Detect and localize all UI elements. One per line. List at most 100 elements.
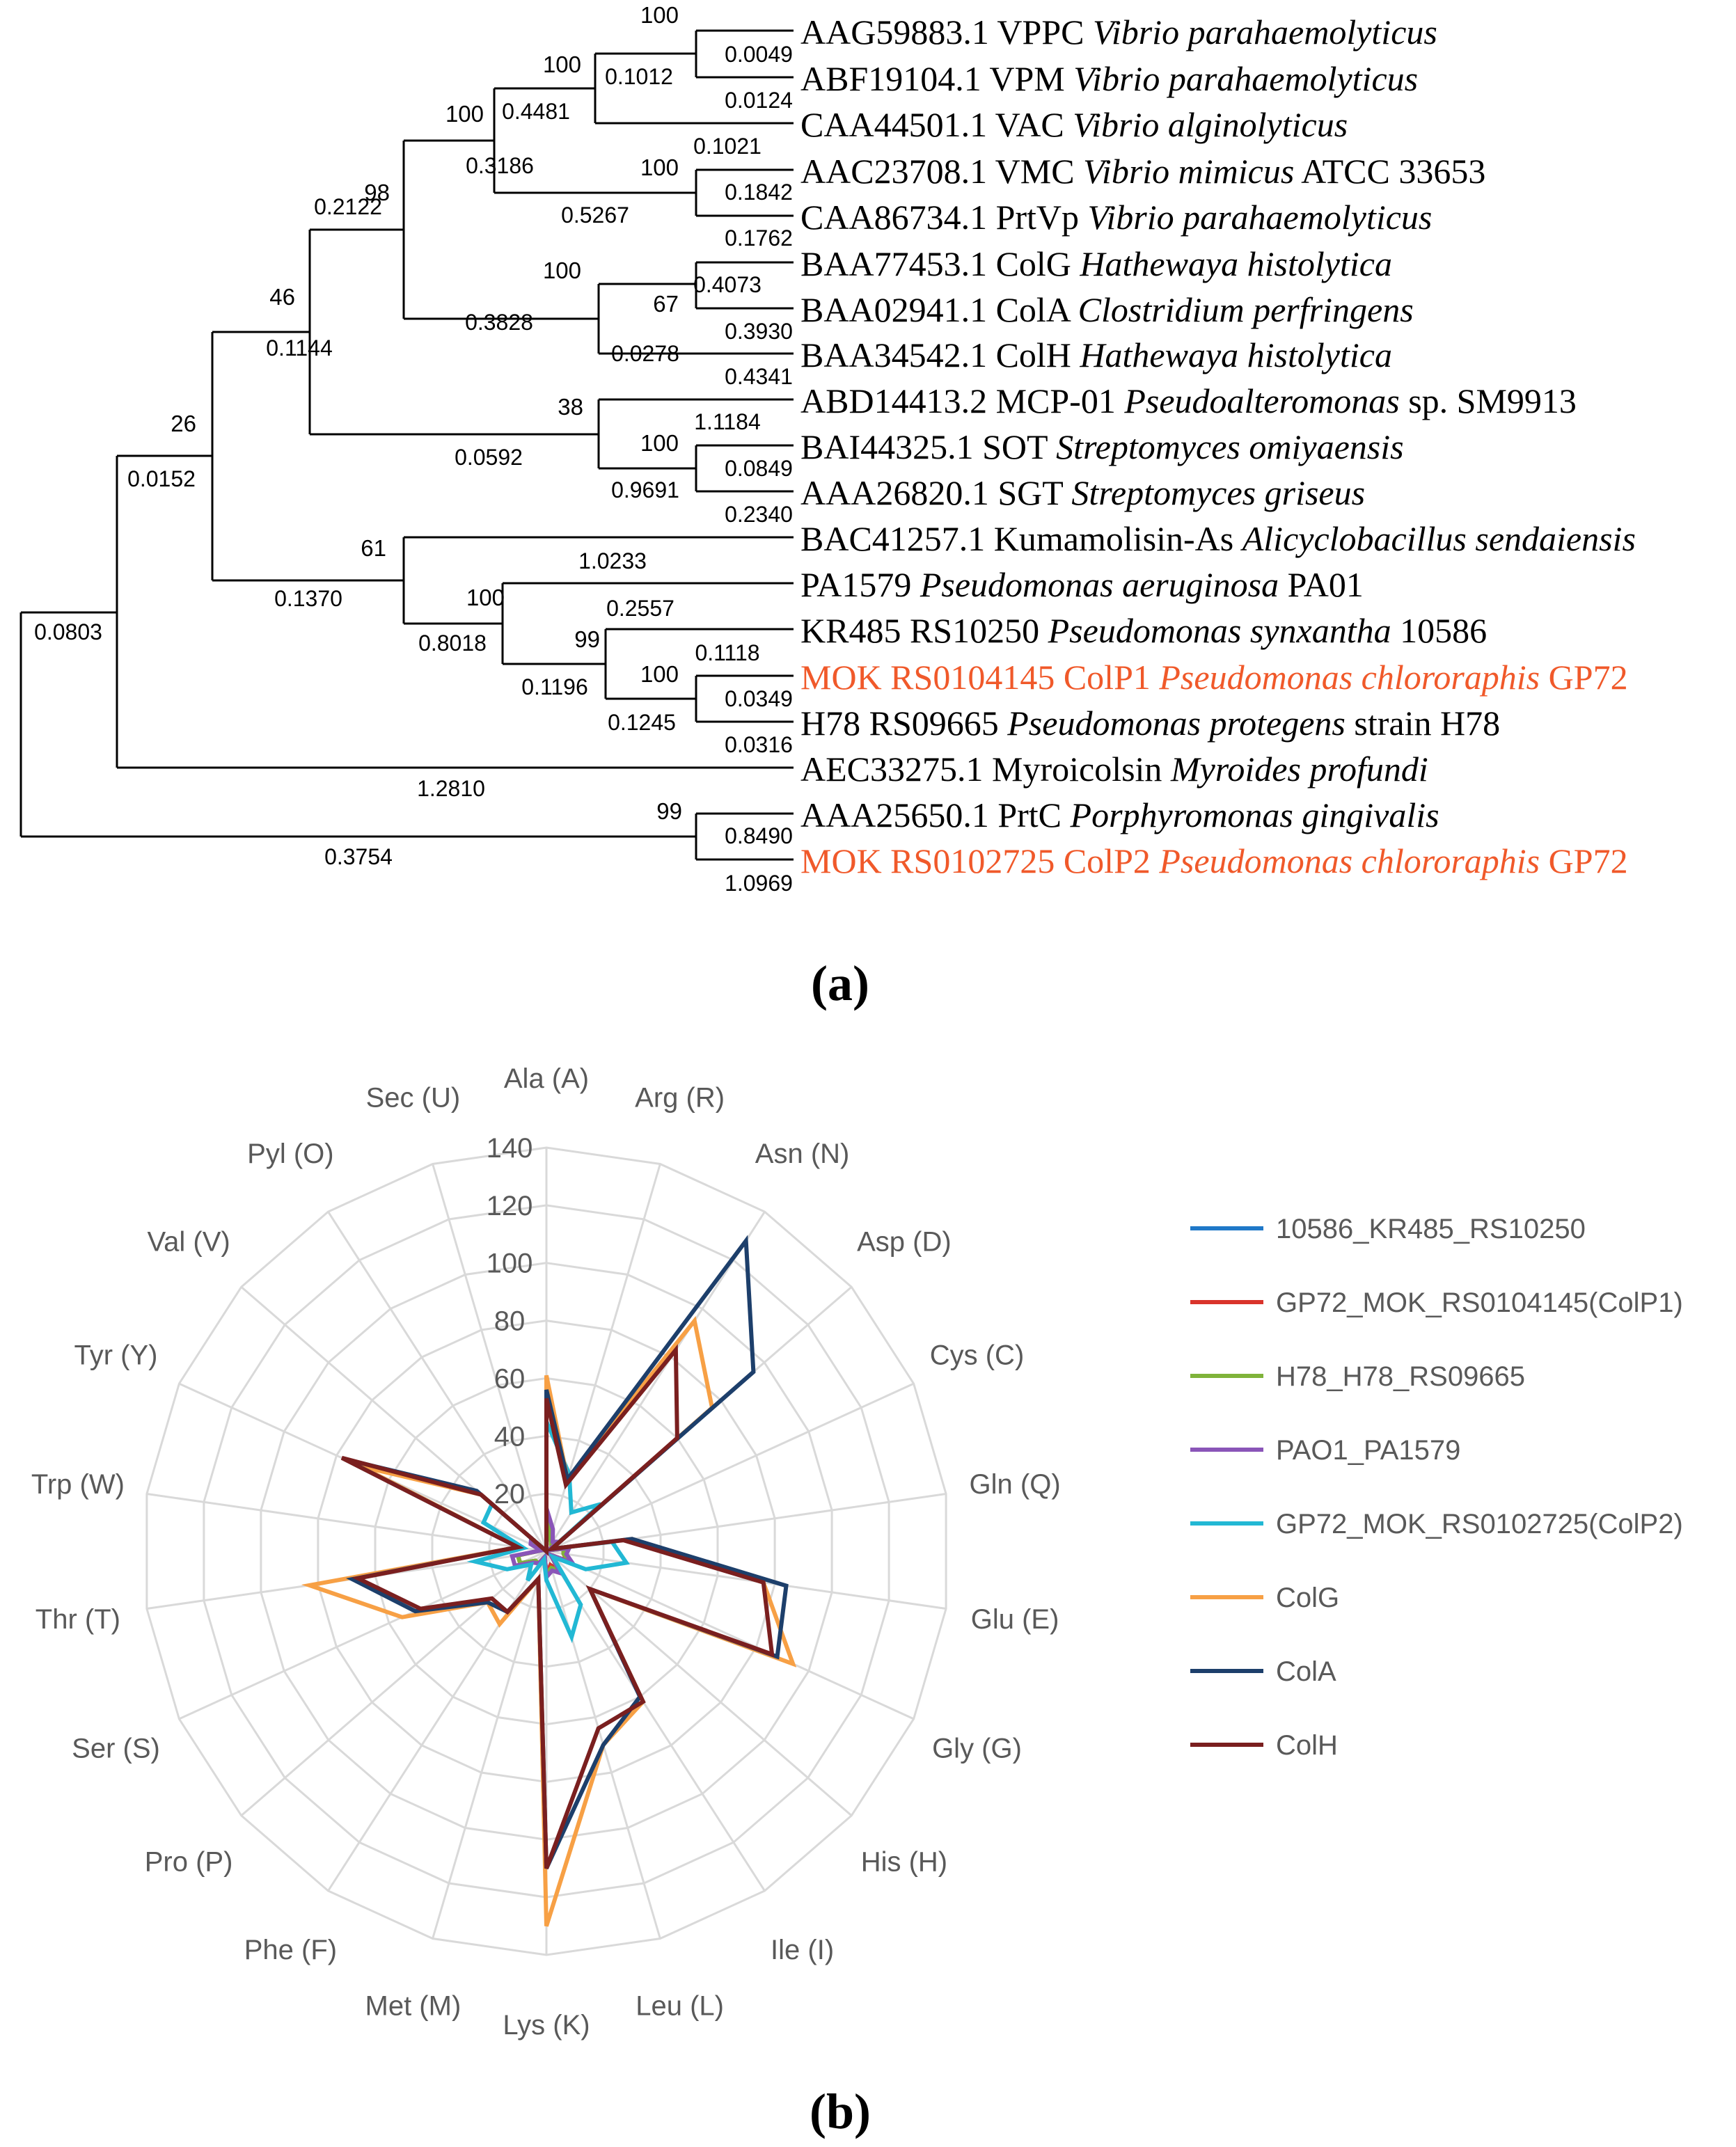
radar-category-label: Sec (U)	[366, 1083, 461, 1114]
tree-leaf-label: KR485 RS10250 Pseudomonas synxantha 1058…	[800, 611, 1487, 650]
radar-category-label: Trp (W)	[31, 1469, 125, 1500]
leaf-accession: CAA86734.1 PrtVp	[800, 198, 1088, 237]
tree-leaf-label: AEC33275.1 Myroicolsin Myroides profundi	[800, 750, 1428, 789]
radar-category-label: Pro (P)	[145, 1846, 233, 1877]
branch-length-value: 0.0349	[725, 686, 793, 711]
leaf-accession: ABD14413.2 MCP-01	[800, 381, 1124, 420]
branch-length-value: 0.1021	[693, 134, 762, 159]
bootstrap-value: 98	[364, 180, 390, 205]
leaf-species: Hathewaya histolytica	[1079, 335, 1392, 374]
radar-category-label: Glu (E)	[971, 1604, 1059, 1635]
bootstrap-value: 100	[543, 258, 581, 283]
radar-category-label: Lys (K)	[503, 2010, 590, 2041]
leaf-accession: CAA44501.1 VAC	[800, 105, 1073, 144]
branch-length-value: 0.4481	[502, 99, 570, 124]
leaf-species: Pseudomonas aeruginosa	[920, 565, 1279, 604]
branch-length-value: 1.0969	[725, 871, 793, 896]
radar-category-label: His (H)	[861, 1846, 947, 1877]
tree-leaf-label: ABF19104.1 VPM Vibrio parahaemolyticus	[800, 59, 1418, 98]
bootstrap-value: 26	[171, 411, 196, 436]
tree-leaf-label: CAA44501.1 VAC Vibrio alginolyticus	[800, 105, 1348, 144]
tree-leaf-label: BAI44325.1 SOT Streptomyces omiyaensis	[800, 427, 1404, 466]
bootstrap-value: 99	[656, 798, 682, 824]
branch-length-value: 0.1370	[274, 586, 342, 611]
branch-length-value: 0.3930	[725, 319, 793, 344]
bootstrap-value: 67	[653, 291, 679, 317]
branch-length-value: 0.1842	[725, 180, 793, 205]
leaf-accession: BAA34542.1 ColH	[800, 335, 1080, 374]
tree-leaf-label: AAA26820.1 SGT Streptomyces griseus	[800, 473, 1365, 512]
branch-length-value: 0.2340	[725, 502, 793, 527]
leaf-species: Vibrio parahaemolyticus	[1073, 59, 1418, 98]
leaf-accession: BAA77453.1 ColG	[800, 244, 1080, 283]
leaf-accession: PA1579	[800, 565, 920, 604]
leaf-species: Pseudomonas chlororaphis	[1158, 658, 1540, 697]
radar-category-label: Val (V)	[147, 1227, 230, 1258]
leaf-species: Vibrio parahaemolyticus	[1088, 198, 1433, 237]
tree-leaf-labels: AAG59883.1 VPPC Vibrio parahaemolyticusA…	[800, 13, 1636, 880]
bootstrap-value: 100	[640, 2, 679, 28]
leaf-accession: BAC41257.1 Kumamolisin-As	[800, 519, 1242, 558]
radar-category-label: Phe (F)	[244, 1935, 337, 1965]
radar-spoke	[178, 1550, 547, 1720]
branch-length-value: 0.9691	[611, 477, 679, 502]
bootstrap-value: 100	[445, 101, 484, 127]
radar-spoke	[545, 1211, 766, 1552]
tree-leaf-label: MOK RS0102725 ColP2 Pseudomonas chlorora…	[800, 841, 1628, 880]
leaf-species: Streptomyces omiyaensis	[1056, 427, 1403, 466]
radar-spoke	[432, 1551, 548, 1939]
branch-length-value: 1.0233	[578, 548, 647, 573]
tree-leaf-label: BAA34542.1 ColH Hathewaya histolytica	[800, 335, 1392, 374]
bootstrap-value: 100	[466, 585, 505, 610]
radar-category-label: Met (M)	[365, 1991, 461, 2022]
bootstrap-value: 99	[574, 626, 600, 652]
branch-length-value: 0.8490	[725, 823, 793, 848]
tree-leaf-label: AAA25650.1 PrtC Porphyromonas gingivalis	[800, 795, 1439, 834]
branch-length-value: 0.0849	[725, 456, 793, 481]
branch-length-value: 0.2122	[314, 194, 382, 219]
radar-category-label: Gly (G)	[932, 1734, 1022, 1764]
panel-b-label: (b)	[810, 2084, 871, 2139]
leaf-species: Alicyclobacillus sendaiensis	[1240, 519, 1636, 558]
radar-category-label: Tyr (Y)	[74, 1340, 158, 1371]
leaf-suffix: ATCC 33653	[1294, 152, 1485, 191]
branch-length-value: 0.8018	[418, 631, 487, 656]
leaf-suffix: strain H78	[1346, 704, 1500, 743]
branch-length-value: 0.0124	[725, 88, 793, 113]
radar-tick-label: 120	[487, 1191, 533, 1221]
radar-series	[301, 1235, 797, 1927]
leaf-suffix: sp. SM9913	[1400, 381, 1577, 420]
branch-length-value: 0.3186	[466, 153, 534, 178]
leaf-species: Porphyromonas gingivalis	[1070, 795, 1439, 834]
branch-length-value: 0.3828	[465, 310, 533, 335]
radar-spoke	[146, 1493, 547, 1553]
radar-category-label: Asp (D)	[857, 1227, 952, 1258]
legend-label: ColH	[1276, 1730, 1338, 1761]
leaf-accession: MOK RS0102725 ColP2	[800, 841, 1159, 880]
tree-leaf-label: H78 RS09665 Pseudomonas protegens strain…	[800, 704, 1500, 743]
radar-category-label: Ala (A)	[504, 1063, 589, 1094]
radar-spoke	[545, 1551, 766, 1892]
branch-length-value: 0.1245	[608, 710, 676, 735]
leaf-species: Pseudomonas chlororaphis	[1158, 841, 1540, 880]
branch-length-value: 0.5267	[561, 203, 629, 228]
radar-category-label: Leu (L)	[636, 1991, 724, 2022]
leaf-accession: MOK RS0104145 ColP1	[800, 658, 1159, 697]
leaf-species: Myroides profundi	[1170, 750, 1428, 789]
tree-branches	[19, 29, 794, 861]
leaf-accession: BAI44325.1 SOT	[800, 427, 1056, 466]
branch-length-value: 0.1762	[725, 225, 793, 251]
leaf-accession: AAG59883.1 VPPC	[800, 13, 1093, 52]
branch-length-value: 1.1184	[694, 409, 761, 434]
radar-tick-label: 40	[494, 1421, 526, 1452]
leaf-accession: ABF19104.1 VPM	[800, 59, 1073, 98]
tree-branch-labels: 1001001001009810067463810026611009910099…	[34, 2, 793, 896]
branch-length-value: 0.0592	[455, 445, 523, 470]
leaf-accession: H78 RS09665	[800, 704, 1007, 743]
radar-category-label: Asn (N)	[755, 1139, 850, 1169]
radar-spoke	[546, 1550, 915, 1720]
radar-tick-label: 80	[494, 1306, 526, 1337]
leaf-accession: AAC23708.1 VMC	[800, 152, 1083, 191]
